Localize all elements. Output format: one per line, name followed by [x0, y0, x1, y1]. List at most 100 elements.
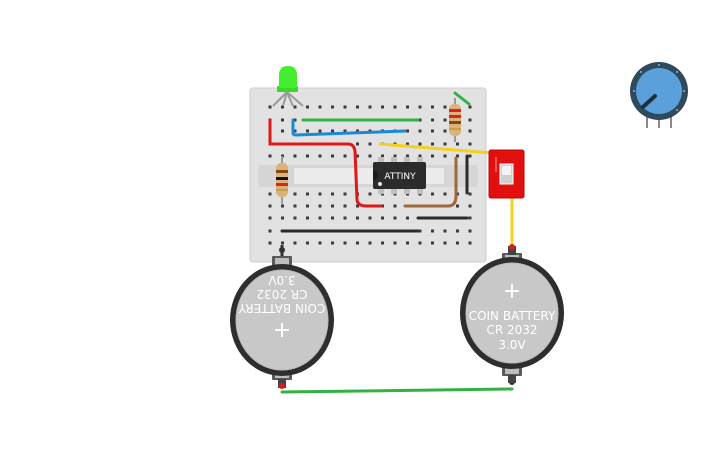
breadboard-hole — [418, 142, 422, 146]
breadboard-hole — [281, 241, 284, 245]
breadboard-hole — [331, 204, 334, 208]
wire-yellow-top[interactable] — [378, 142, 495, 155]
breadboard-hole — [293, 241, 297, 245]
breadboard-hole — [443, 229, 447, 233]
breadboard-hole — [468, 216, 472, 220]
breadboard-hole — [443, 154, 447, 158]
battery-right-label-line1: COIN BATTERY — [469, 309, 556, 323]
breadboard-hole — [356, 129, 359, 133]
breadboard-hole — [343, 105, 347, 109]
breadboard-hole — [356, 216, 359, 220]
wire-brown[interactable] — [403, 156, 458, 208]
breadboard-hole — [468, 129, 472, 133]
breadboard-hole — [281, 216, 284, 220]
breadboard-hole — [381, 154, 384, 158]
breadboard-hole — [443, 118, 447, 122]
battery-left-label-line3: 3.0V — [268, 273, 296, 287]
breadboard-hole — [468, 192, 472, 196]
breadboard-hole — [468, 154, 472, 158]
breadboard-hole — [456, 229, 459, 233]
breadboard-hole — [456, 142, 459, 146]
breadboard-hole — [431, 105, 434, 109]
breadboard-hole — [468, 241, 472, 245]
breadboard-hole — [281, 204, 284, 208]
wire-blue[interactable] — [291, 118, 407, 137]
breadboard-hole — [293, 204, 297, 208]
battery-left-label-line2: CR 2032 — [256, 287, 307, 301]
breadboard-hole — [293, 118, 297, 122]
breadboard-hole — [456, 241, 459, 245]
breadboard-hole — [393, 154, 397, 158]
breadboard-hole — [368, 142, 372, 146]
breadboard-hole — [306, 154, 309, 158]
breadboard-hole — [431, 229, 434, 233]
breadboard-hole — [356, 241, 359, 245]
breadboard-hole — [393, 216, 397, 220]
led-green[interactable] — [272, 66, 304, 107]
breadboard-hole — [393, 204, 397, 208]
breadboard-hole — [443, 142, 447, 146]
breadboard-hole — [368, 105, 372, 109]
breadboard-hole — [306, 105, 309, 109]
breadboard-hole — [318, 105, 322, 109]
breadboard-hole — [343, 129, 347, 133]
breadboard-hole — [431, 192, 434, 196]
breadboard-hole — [468, 142, 472, 146]
breadboard-hole — [293, 105, 297, 109]
breadboard-hole — [418, 241, 422, 245]
battery-right-label-line2: CR 2032 — [486, 323, 537, 337]
breadboard-hole — [356, 154, 359, 158]
breadboard-hole — [306, 192, 309, 196]
wire-green-bottom[interactable] — [280, 387, 514, 394]
breadboard-hole — [381, 105, 384, 109]
breadboard-hole — [281, 118, 284, 122]
breadboard-hole — [318, 129, 322, 133]
breadboard-hole — [406, 105, 409, 109]
breadboard-hole — [318, 204, 322, 208]
breadboard-hole — [293, 216, 297, 220]
battery-left-label-line1: COIN BATTERY — [238, 301, 325, 315]
breadboard-hole — [368, 216, 372, 220]
breadboard-hole — [331, 192, 334, 196]
breadboard-hole — [306, 204, 309, 208]
breadboard-hole — [468, 229, 472, 233]
wire-green-lead[interactable] — [453, 91, 471, 106]
breadboard-hole — [268, 216, 272, 220]
coin-battery-right[interactable]: + COIN BATTERY CR 2032 3.0V — [460, 244, 564, 385]
breadboard-hole — [418, 118, 422, 122]
potentiometer[interactable] — [630, 62, 688, 128]
breadboard-hole — [331, 216, 334, 220]
breadboard-hole — [306, 241, 309, 245]
breadboard-hole — [418, 105, 422, 109]
breadboard-hole — [306, 216, 309, 220]
breadboard-hole — [268, 204, 272, 208]
breadboard-hole — [418, 154, 422, 158]
chip-label: ATTINY — [384, 172, 416, 182]
breadboard-hole — [393, 241, 397, 245]
breadboard-hole — [293, 129, 297, 133]
breadboard-hole — [431, 142, 434, 146]
breadboard-hole — [356, 142, 359, 146]
coin-battery-left[interactable]: COIN BATTERY CR 2032 3.0V + — [230, 247, 334, 389]
attiny-chip[interactable]: ATTINY — [373, 157, 426, 194]
breadboard-hole — [456, 154, 459, 158]
battery-left-plus: + — [273, 317, 291, 342]
breadboard-hole — [368, 154, 372, 158]
breadboard-hole — [468, 204, 472, 208]
breadboard-hole — [318, 154, 322, 158]
breadboard-hole — [343, 241, 347, 245]
resistor-right[interactable] — [449, 98, 461, 142]
breadboard-hole — [331, 105, 334, 109]
resistor-left[interactable] — [276, 156, 288, 204]
slide-switch[interactable] — [488, 149, 525, 199]
breadboard-hole — [406, 154, 409, 158]
breadboard-hole — [381, 216, 384, 220]
breadboard-hole — [418, 129, 422, 133]
breadboard-hole — [431, 118, 434, 122]
breadboard-hole — [443, 192, 447, 196]
breadboard-hole — [331, 154, 334, 158]
breadboard-hole — [381, 241, 384, 245]
breadboard-hole — [268, 229, 272, 233]
wire-red[interactable] — [268, 118, 383, 208]
breadboard-hole — [468, 105, 472, 109]
